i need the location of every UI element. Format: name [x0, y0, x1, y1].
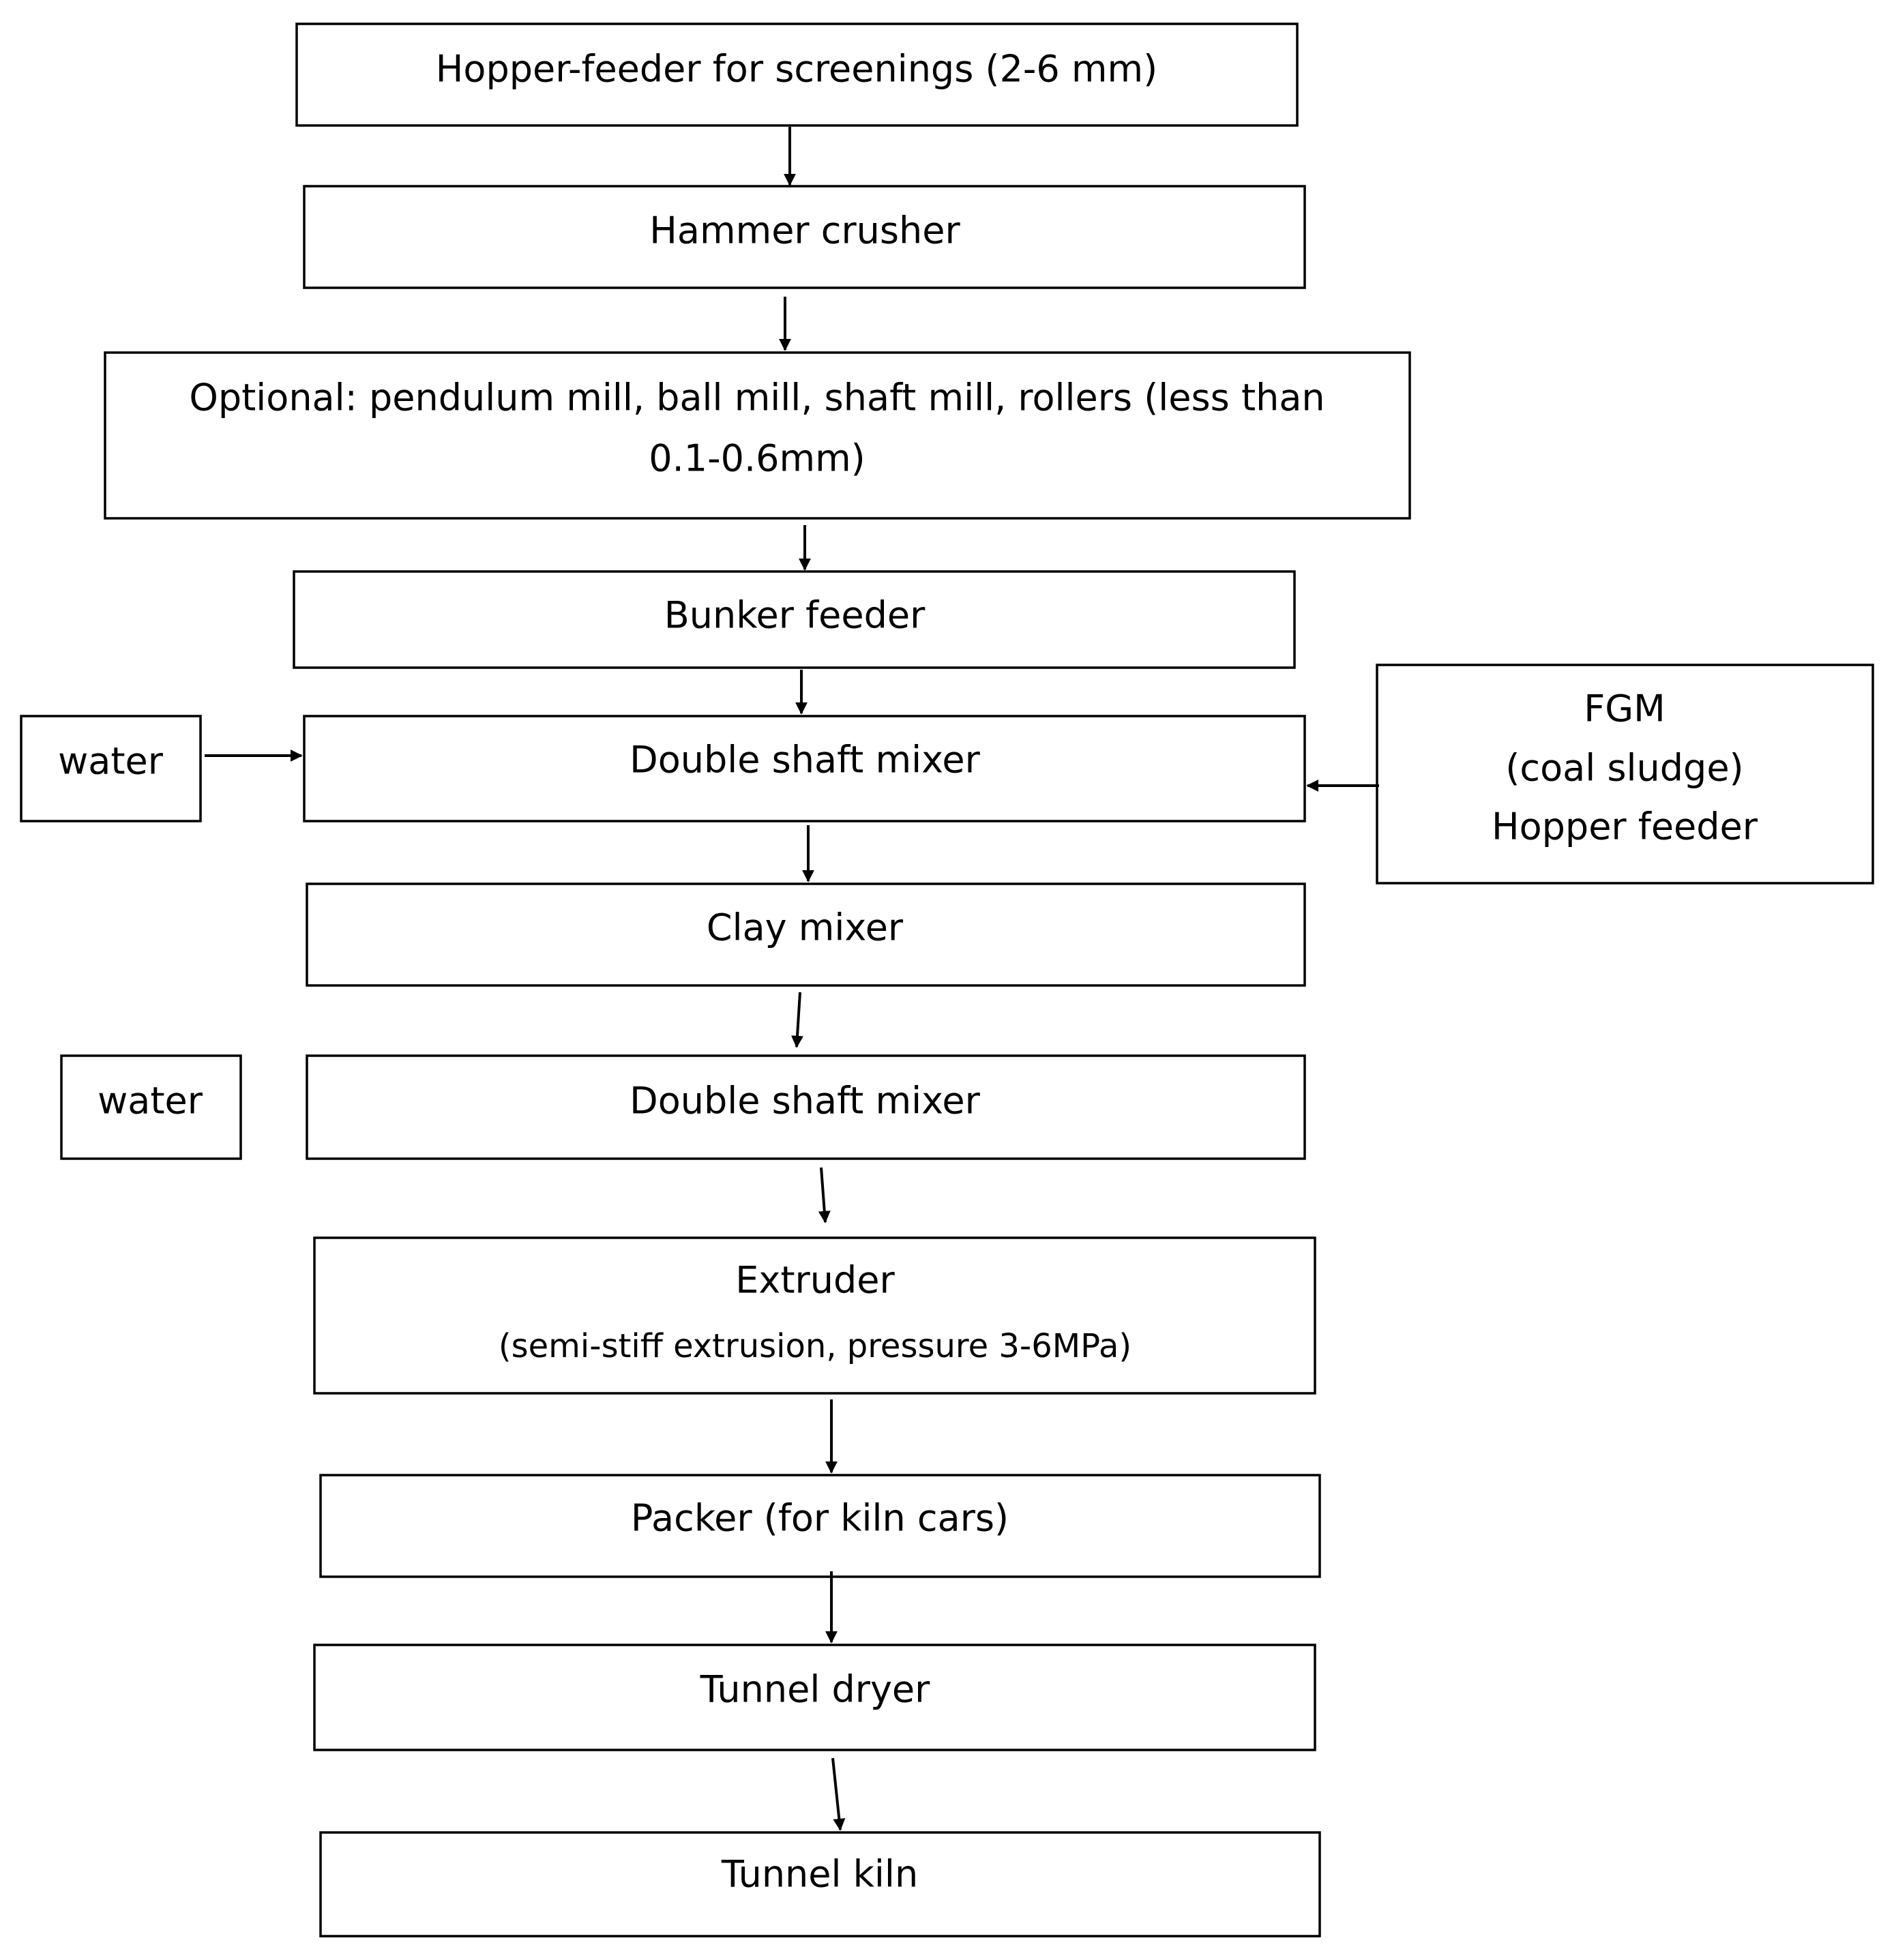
double-shaft-mixer-1-node: Double shaft mixer: [303, 715, 1306, 822]
arrow-clay-to-mixer2: [791, 992, 803, 1048]
optional-mill-label-line1: Optional: pendulum mill, ball mill, shaf…: [189, 376, 1325, 419]
hammer-crusher-node: Hammer crusher: [303, 185, 1306, 289]
water-input-2-label: water: [98, 1080, 203, 1123]
extruder-node: Extruder (semi-stiff extrusion, pressure…: [313, 1236, 1316, 1395]
hammer-crusher-label: Hammer crusher: [649, 209, 960, 252]
clay-mixer-node: Clay mixer: [306, 882, 1306, 987]
extruder-title-label: Extruder: [735, 1259, 895, 1302]
water-input-1-node: water: [20, 715, 202, 822]
optional-mill-label-line2: 0.1-0.6mm): [649, 437, 865, 480]
extruder-detail-label: (semi-stiff extrusion, pressure 3-6MPa): [499, 1327, 1131, 1365]
fgm-hopper-feeder-node: FGM (coal sludge) Hopper feeder: [1376, 664, 1874, 885]
fgm-label-line3: Hopper feeder: [1492, 805, 1758, 848]
hopper-feeder-node: Hopper-feeder for screenings (2-6 mm): [295, 23, 1299, 127]
water-input-2-node: water: [60, 1054, 242, 1160]
tunnel-kiln-label: Tunnel kiln: [721, 1853, 918, 1896]
fgm-label-line2: (coal sludge): [1505, 747, 1743, 790]
arrow-mixer2-to-extruder: [818, 1167, 831, 1223]
double-shaft-mixer-2-label: Double shaft mixer: [630, 1080, 980, 1123]
arrow-dryer-to-kiln: [831, 1757, 846, 1831]
optional-mill-node: Optional: pendulum mill, ball mill, shaf…: [104, 351, 1411, 520]
fgm-label-line1: FGM: [1584, 687, 1666, 730]
tunnel-dryer-node: Tunnel dryer: [313, 1644, 1316, 1751]
double-shaft-mixer-2-node: Double shaft mixer: [306, 1054, 1306, 1160]
tunnel-kiln-node: Tunnel kiln: [319, 1831, 1321, 1937]
bunker-feeder-node: Bunker feeder: [293, 570, 1296, 669]
packer-node: Packer (for kiln cars): [319, 1474, 1321, 1578]
tunnel-dryer-label: Tunnel dryer: [700, 1668, 931, 1711]
packer-label: Packer (for kiln cars): [631, 1497, 1009, 1540]
hopper-feeder-label: Hopper-feeder for screenings (2-6 mm): [436, 48, 1157, 91]
bunker-feeder-label: Bunker feeder: [664, 594, 926, 637]
double-shaft-mixer-1-label: Double shaft mixer: [630, 739, 980, 782]
clay-mixer-label: Clay mixer: [707, 906, 904, 949]
water-input-1-label: water: [58, 740, 164, 783]
